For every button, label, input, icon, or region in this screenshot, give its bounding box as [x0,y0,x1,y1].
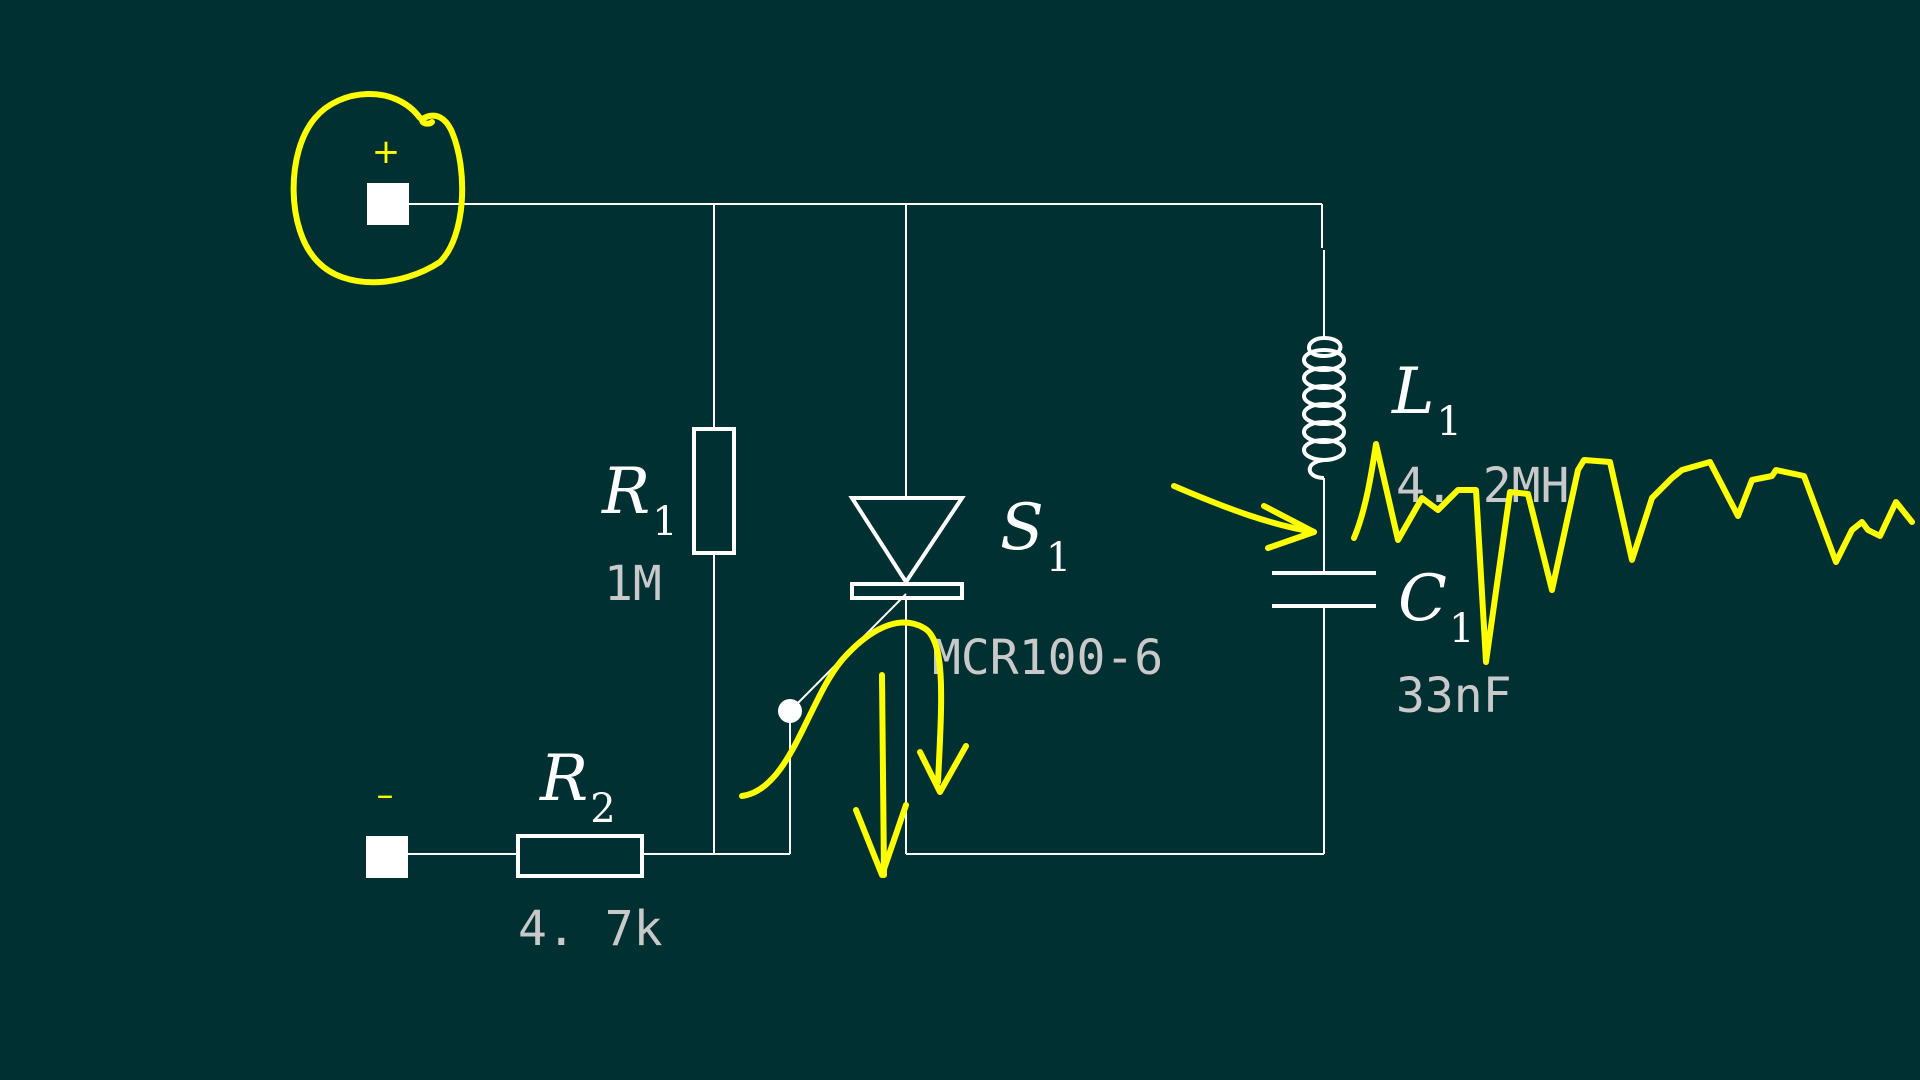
l1-label: L1 [1391,355,1462,445]
r2-label: R2 [539,742,616,832]
r1-label: R1 [601,455,678,545]
scr-s1-bar [850,582,964,600]
inductor-l1-coil [1302,336,1346,480]
c1-label: C1 [1398,562,1474,652]
negative-sign: – [377,775,394,815]
s1-label: S1 [1000,491,1071,581]
annotation-arrow-to-lc [1171,483,1317,535]
annotation-circle-positive [290,91,466,286]
annotations [290,91,1915,878]
annotation-oscillation-zigzag [1351,441,1915,665]
scr-s1-triangle [848,496,966,586]
l1-value: 4. 2MH [1396,458,1569,514]
annotation-arrowhead-lc [1261,503,1317,551]
positive-terminal [367,183,409,225]
annotation-arrowhead-right [917,743,969,795]
resistor-r2-body [516,834,644,878]
s1-value: MCR100-6 [932,630,1163,686]
c1-value: 33nF [1396,668,1512,724]
resistor-r1-body [692,427,736,555]
positive-sign: + [372,132,401,172]
r2-value: 4. 7k [518,901,663,957]
annotation-arrowhead-down [853,802,909,878]
annotation-arrow-down [879,672,887,878]
annotation-gate-pulse [739,619,945,799]
r1-value: 1M [604,556,662,612]
gate-junction-dot [778,699,802,723]
negative-terminal [366,836,408,878]
